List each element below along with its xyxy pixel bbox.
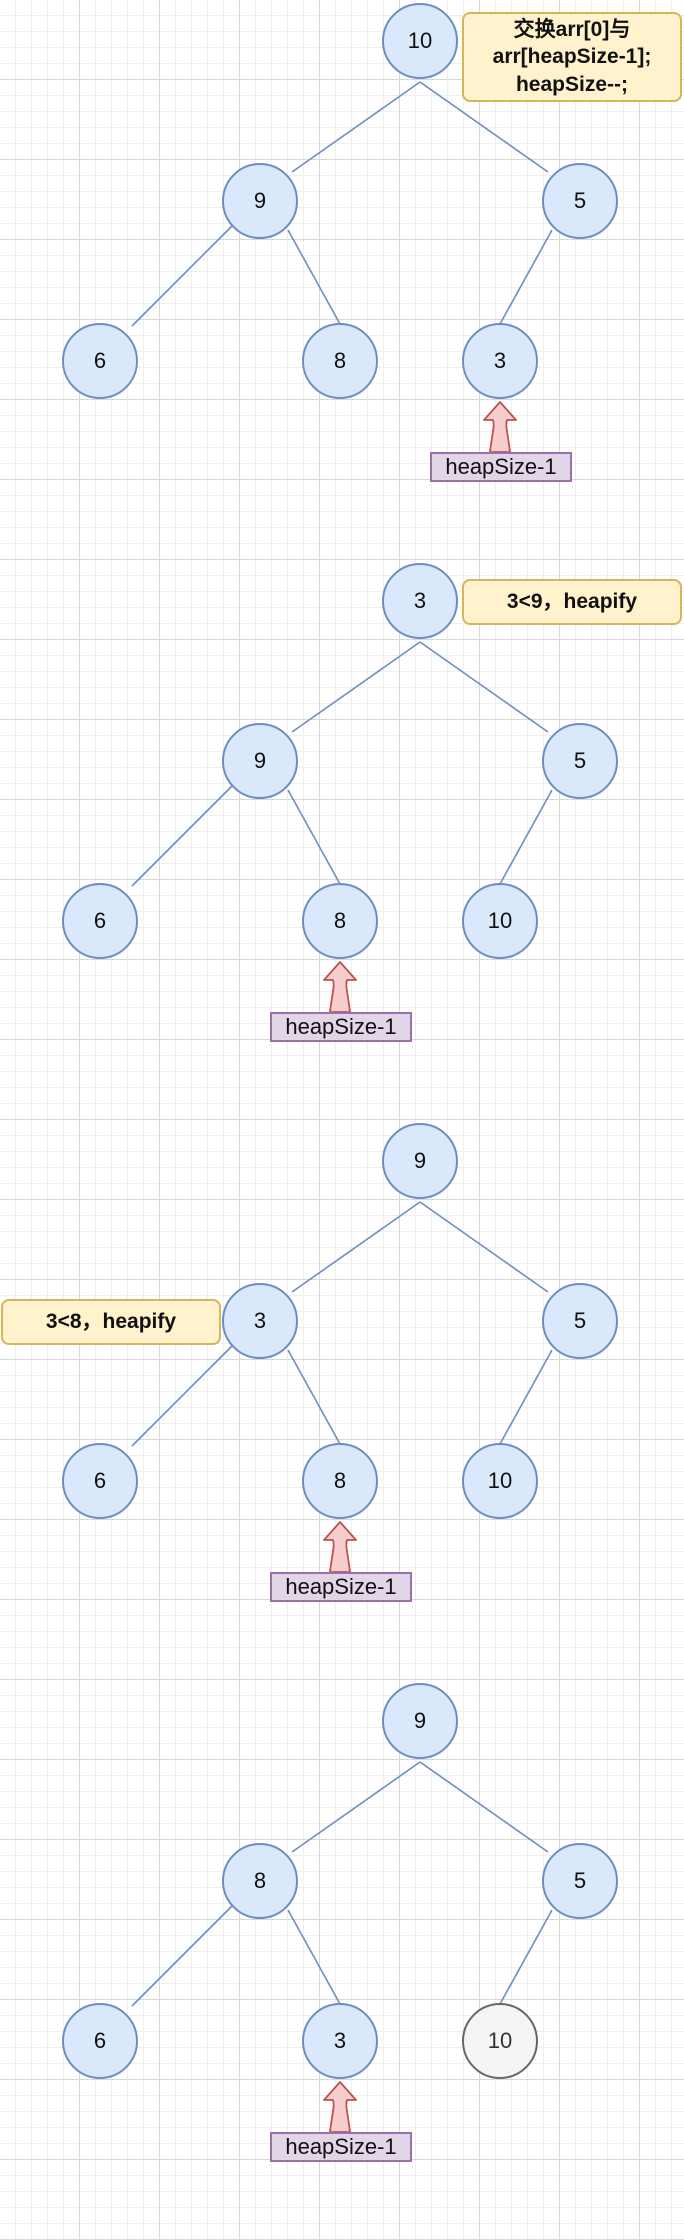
- tree-node-left: 9: [222, 723, 298, 799]
- tree-node-right-left: 10: [462, 1443, 538, 1519]
- tree-node-right: 5: [542, 163, 618, 239]
- tree-edges: [131, 1761, 553, 2007]
- tree-node-left-right: 8: [302, 323, 378, 399]
- operation-note: 3<8，heapify: [1, 1299, 221, 1345]
- tree-node-right: 5: [542, 723, 618, 799]
- tree-node-left: 3: [222, 1283, 298, 1359]
- tree-node-root: 3: [382, 563, 458, 639]
- up-arrow-icon: [323, 961, 357, 1012]
- heap-step-4: 9 8 5 6 3 10 heapSize-1: [0, 1680, 684, 2240]
- tree-node-right-left: 3: [462, 323, 538, 399]
- tree-node-right-left-removed: 10: [462, 2003, 538, 2079]
- up-arrow-icon: [323, 2081, 357, 2132]
- tree-node-root: 9: [382, 1683, 458, 1759]
- up-arrow-icon: [323, 1521, 357, 1572]
- heap-size-pointer-label: heapSize-1: [270, 1012, 412, 1042]
- tree-node-left-left: 6: [62, 2003, 138, 2079]
- tree-node-left-right: 8: [302, 883, 378, 959]
- tree-node-left-left: 6: [62, 323, 138, 399]
- tree-node-left: 9: [222, 163, 298, 239]
- operation-note: 交换arr[0]与 arr[heapSize-1]; heapSize--;: [462, 12, 682, 102]
- tree-node-left-left: 6: [62, 1443, 138, 1519]
- tree-node-left: 8: [222, 1843, 298, 1919]
- tree-node-root: 9: [382, 1123, 458, 1199]
- tree-node-left-right: 8: [302, 1443, 378, 1519]
- tree-node-left-right: 3: [302, 2003, 378, 2079]
- heap-step-3: 9 3 5 6 8 10 3<8，heapify heapSize-1: [0, 1120, 684, 1680]
- tree-node-right-left: 10: [462, 883, 538, 959]
- tree-node-right: 5: [542, 1283, 618, 1359]
- tree-edges: [131, 1201, 553, 1447]
- heap-step-2: 3 9 5 6 8 10 3<9，heapify heapSize-1: [0, 560, 684, 1120]
- tree-node-right: 5: [542, 1843, 618, 1919]
- up-arrow-icon: [483, 401, 517, 452]
- heap-size-pointer-label: heapSize-1: [430, 452, 572, 482]
- heap-size-pointer-label: heapSize-1: [270, 2132, 412, 2162]
- tree-edges: [131, 81, 553, 327]
- tree-node-left-left: 6: [62, 883, 138, 959]
- tree-edges: [131, 641, 553, 887]
- tree-node-root: 10: [382, 3, 458, 79]
- heap-step-1: 10 9 5 6 8 3 交换arr[0]与 arr[heapSize-1]; …: [0, 0, 684, 560]
- operation-note: 3<9，heapify: [462, 579, 682, 625]
- heap-size-pointer-label: heapSize-1: [270, 1572, 412, 1602]
